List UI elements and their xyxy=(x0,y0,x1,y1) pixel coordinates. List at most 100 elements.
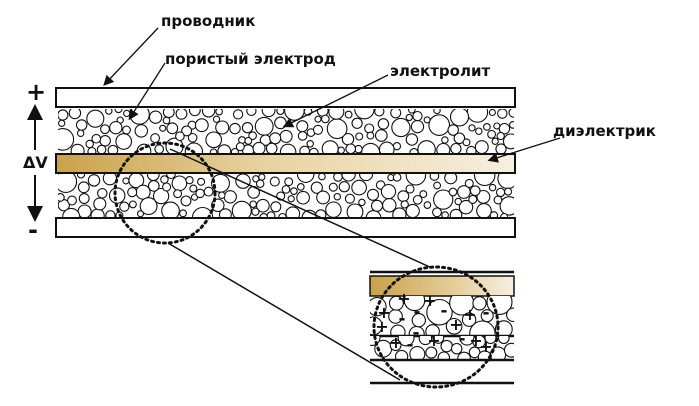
negative-charge: - xyxy=(413,302,420,322)
electrode-particle xyxy=(215,120,230,135)
electrode-particle xyxy=(403,296,426,312)
positive-charge: + xyxy=(397,289,410,308)
electrode-particle xyxy=(189,184,198,193)
electrode-particle xyxy=(338,181,350,193)
electrode-particle xyxy=(287,195,295,203)
electrode-particle xyxy=(341,174,356,182)
negative-charge: - xyxy=(482,303,489,323)
electrolyte-label: электролит xyxy=(390,62,491,80)
electrode-particle xyxy=(70,143,85,153)
electrode-particle xyxy=(274,116,287,130)
electrode-particle xyxy=(458,199,474,215)
plus-terminal-sign: + xyxy=(26,78,47,106)
electrode-particle xyxy=(123,109,131,118)
electrode-particle xyxy=(473,174,496,187)
positive-charge: + xyxy=(463,305,476,324)
electrode-particle xyxy=(217,144,232,153)
electrode-particle xyxy=(377,118,390,130)
negative-charge: - xyxy=(412,323,419,343)
electrode-particle xyxy=(248,131,257,141)
electrode-particle xyxy=(429,174,440,181)
electrode-particle xyxy=(102,174,118,186)
electrode-particle xyxy=(345,143,357,153)
dielectric-label: диэлектрик xyxy=(553,122,656,140)
electrode-particle xyxy=(397,336,415,347)
electrode-particle xyxy=(246,109,257,117)
electrode-particle xyxy=(409,346,426,360)
electrode-particle xyxy=(78,193,90,204)
electrode-particle xyxy=(366,131,375,140)
electrode-particle xyxy=(114,109,123,114)
zoom-source-circle xyxy=(113,141,217,245)
electrode-particle xyxy=(388,296,404,311)
zoom-connector-bottom xyxy=(167,242,401,381)
electrode-particle xyxy=(392,174,402,182)
electrode-particle xyxy=(235,142,245,152)
electrode-particle xyxy=(491,137,499,145)
electrode-particle xyxy=(181,125,193,137)
electrode-particle xyxy=(62,207,81,218)
electrode-particle xyxy=(218,191,226,199)
electrode-particle xyxy=(318,174,326,181)
electrode-particle xyxy=(428,114,451,136)
electrode-particle xyxy=(76,129,85,137)
electrode-particle xyxy=(433,181,442,190)
electrode-particle xyxy=(394,349,409,360)
electrode-particle xyxy=(58,119,66,127)
positive-charge: + xyxy=(377,303,390,322)
electrode-particle xyxy=(503,342,514,358)
electrode-particle xyxy=(483,123,491,131)
electrode-particle xyxy=(249,200,257,208)
electrode-particle xyxy=(244,136,253,145)
electrode-particle xyxy=(351,117,363,129)
electrode-particle xyxy=(355,132,364,141)
dielectric-layer xyxy=(55,153,516,174)
zoom-electrode-lower xyxy=(370,336,514,360)
electrode-particle xyxy=(361,142,381,153)
electrode-particle xyxy=(205,131,223,149)
electrode-particle xyxy=(370,199,384,212)
electrode-particle xyxy=(433,189,454,210)
electrode-particle xyxy=(468,124,476,132)
electrode-particle xyxy=(488,183,497,192)
electrode-particle xyxy=(166,174,176,180)
electrode-particle xyxy=(310,181,323,194)
electrode-particle xyxy=(107,144,119,153)
electrode-particle xyxy=(297,131,308,141)
electrode-particle xyxy=(108,187,126,204)
electrode-particle xyxy=(241,122,254,134)
electrode-particle xyxy=(437,351,451,360)
electrode-particle xyxy=(423,201,432,209)
electrode-particle xyxy=(453,132,466,145)
electrode-particle xyxy=(495,187,506,198)
electrode-particle xyxy=(488,109,496,117)
zoom-detail-circle xyxy=(372,265,500,389)
electrode-particle xyxy=(150,133,161,144)
electrode-particle xyxy=(171,175,188,192)
electrode-particle xyxy=(359,174,374,182)
negative-charge: - xyxy=(440,301,447,321)
electrode-particle xyxy=(252,175,260,183)
electrode-particle xyxy=(450,142,462,153)
electrode-particle xyxy=(58,193,65,202)
electrode-particle xyxy=(296,120,309,133)
electrode-particle xyxy=(159,124,167,132)
electrode-particle xyxy=(504,187,513,196)
electrode-particle xyxy=(344,193,355,204)
electrode-particle xyxy=(494,320,513,336)
electrode-particle xyxy=(426,298,453,326)
electrode-particle xyxy=(279,143,297,153)
electrode-particle xyxy=(366,188,380,201)
electrode-particle xyxy=(493,195,503,205)
zoom-charges: ++-+-+-+-+-++-+-+ xyxy=(375,289,492,356)
electrode-particle xyxy=(229,122,241,135)
electrode-particle xyxy=(76,174,86,179)
electrode-particle xyxy=(469,320,496,336)
electrode-particle xyxy=(462,138,471,147)
electrode-particle xyxy=(449,208,463,218)
bottom-conductor-plate xyxy=(55,217,516,238)
electrode-particle xyxy=(179,209,187,218)
electrode-particle xyxy=(100,124,110,135)
electrode-particle xyxy=(475,127,483,135)
